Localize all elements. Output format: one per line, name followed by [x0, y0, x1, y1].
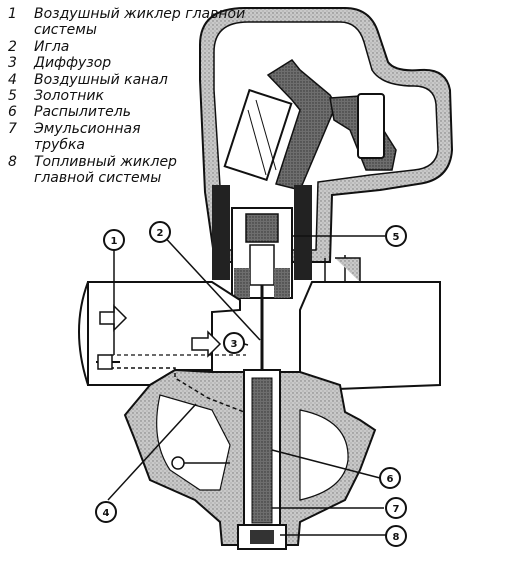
callout-5: 5 [385, 225, 407, 247]
leader-lines [107, 231, 390, 536]
adjusting-screw [223, 59, 337, 191]
legend-number: 4 [8, 71, 17, 88]
bracket-arm [329, 93, 397, 171]
needle-and-tube [237, 285, 287, 550]
legend-label: Распылитель [34, 104, 131, 121]
legend-number: 1 [8, 6, 17, 22]
slide-valve [212, 185, 312, 299]
legend-label: Игла [34, 38, 70, 55]
legend-item-5: 5 Золотник [4, 88, 254, 104]
svg-text:2: 2 [157, 228, 164, 239]
legend-label: Эмульсионная трубка [34, 120, 141, 154]
callout-6: 6 [379, 467, 401, 489]
callout-7: 7 [385, 497, 407, 519]
legend-item-1: 1 Воздушный жиклер главной системы [4, 6, 254, 39]
callout-3: 3 [223, 332, 245, 354]
legend-number: 6 [8, 104, 17, 121]
legend-label: Воздушный канал [34, 71, 168, 88]
legend-item-8: 8 Топливный жиклер главной системы [4, 154, 254, 187]
legend-label: Воздушный жиклер главной системы [34, 6, 246, 39]
legend-label: Топливный жиклер главной системы [34, 153, 177, 187]
svg-text:3: 3 [231, 339, 238, 350]
legend-number: 2 [8, 38, 17, 55]
legend-label: Диффузор [34, 55, 112, 72]
legend-number: 8 [8, 153, 17, 170]
legend-label: Золотник [34, 88, 104, 105]
callout-8: 8 [385, 525, 407, 547]
legend-item-2: 2 Игла [4, 39, 254, 55]
svg-text:6: 6 [387, 474, 394, 485]
legend-item-4: 4 Воздушный канал [4, 72, 254, 88]
legend: 1 Воздушный жиклер главной системы 2 Игл… [4, 6, 254, 186]
svg-text:1: 1 [111, 236, 118, 247]
air-channel-path [96, 354, 246, 413]
upper-housing [199, 7, 454, 263]
legend-number: 5 [8, 88, 17, 105]
svg-text:8: 8 [393, 532, 400, 543]
svg-text:4: 4 [103, 508, 110, 519]
legend-item-3: 3 Диффузор [4, 55, 254, 71]
svg-text:5: 5 [393, 232, 400, 243]
legend-item-7: 7 Эмульсионная трубка [4, 121, 254, 154]
callout-4: 4 [95, 501, 117, 523]
airflow-arrows [99, 304, 222, 358]
svg-text:7: 7 [393, 504, 400, 515]
legend-number: 7 [8, 120, 17, 137]
legend-number: 3 [8, 55, 17, 72]
legend-item-6: 6 Распылитель [4, 104, 254, 120]
callout-2: 2 [149, 221, 171, 243]
callout-1: 1 [103, 229, 125, 251]
